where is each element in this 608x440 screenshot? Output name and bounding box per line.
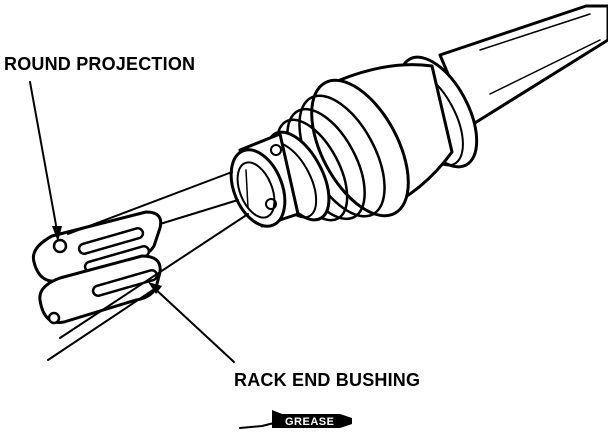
- rack-end-socket: [229, 132, 300, 228]
- round-projection-label: ROUND PROJECTION: [4, 54, 195, 74]
- assembly-guide-lines: [47, 171, 249, 361]
- rack-boot-bellows: [262, 55, 479, 222]
- grease-label: GREASE: [285, 416, 334, 428]
- round-projection-leader: [29, 81, 62, 242]
- rack-end-bushing-leader: [148, 282, 235, 363]
- rack-end-bushing-label: RACK END BUSHING: [234, 370, 420, 390]
- rack-end-bushing-part: [31, 210, 163, 325]
- grease-tube-icon: GREASE: [239, 410, 352, 429]
